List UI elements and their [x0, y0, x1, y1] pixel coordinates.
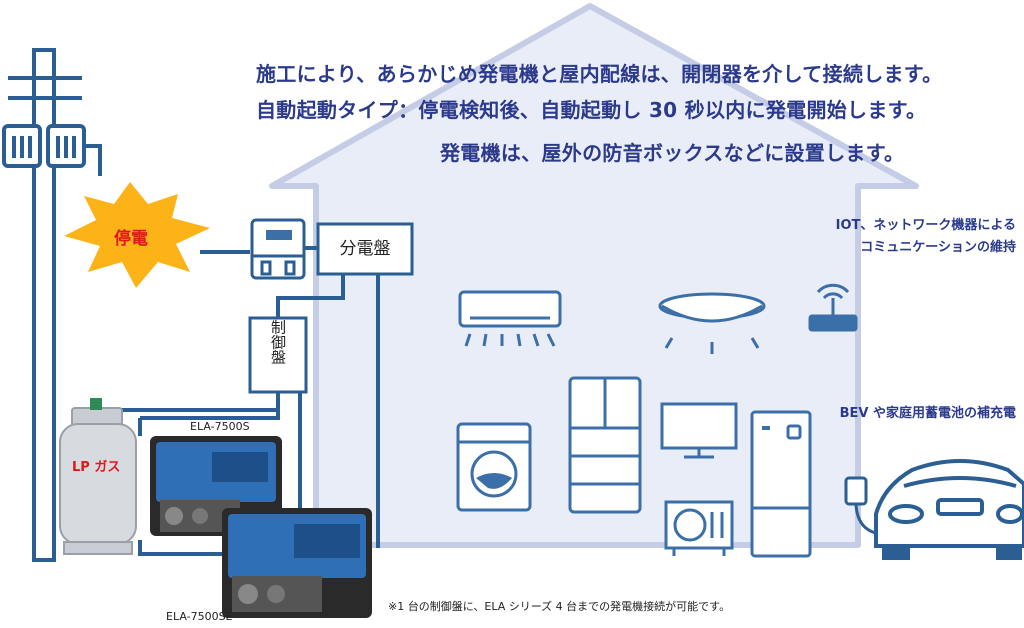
- iot-label-line2: コミュニケーションの維持: [860, 240, 1016, 255]
- outdoor-unit-icon: [664, 500, 734, 556]
- refrigerator-icon: [568, 376, 642, 514]
- bev-label: BEV や家庭用蓄電池の補充電: [839, 406, 1016, 421]
- distribution-panel-box: [316, 222, 414, 276]
- gas-cylinder-icon: [59, 398, 137, 555]
- electric-car-icon: [874, 459, 1024, 560]
- distribution-panel-label: 分電盤: [340, 239, 391, 259]
- washing-machine-icon: [456, 422, 532, 512]
- control-panel-box: [248, 316, 308, 394]
- generator-bottom-model: ELA-7500SE: [166, 610, 233, 623]
- air-conditioner-icon: [458, 290, 562, 347]
- iot-label-line1: IOT、ネットワーク機器による: [835, 218, 1016, 233]
- storage-battery-icon: [750, 410, 812, 558]
- footnote: ※1 台の制御盤に、ELA シリーズ 4 台までの発電機接続が可能です。: [388, 600, 731, 613]
- generator-top-model: ELA-7500S: [190, 420, 250, 433]
- house-shape: [269, 3, 919, 548]
- lp-gas-label: LP ガス: [72, 460, 121, 475]
- generator-icon: [222, 508, 372, 618]
- headline-3: 発電機は、屋外の防音ボックスなどに設置します。: [440, 141, 905, 165]
- television-icon: [660, 402, 738, 459]
- blackout-burst: [64, 182, 210, 288]
- blackout-label: 停電: [114, 229, 148, 249]
- headline-1: 施工により、あらかじめ発電機と屋内配線は、開閉器を介して接続します。: [256, 62, 943, 86]
- wifi-router-icon: [808, 283, 858, 332]
- control-panel-label: 制御盤: [269, 320, 287, 365]
- ceiling-light-icon: [658, 292, 766, 354]
- utility-pole-icon: [2, 48, 102, 562]
- meter-icon: [250, 218, 306, 280]
- headline-2: 自動起動タイプ：停電検知後、自動起動し 30 秒以内に発電開始します。: [256, 98, 927, 122]
